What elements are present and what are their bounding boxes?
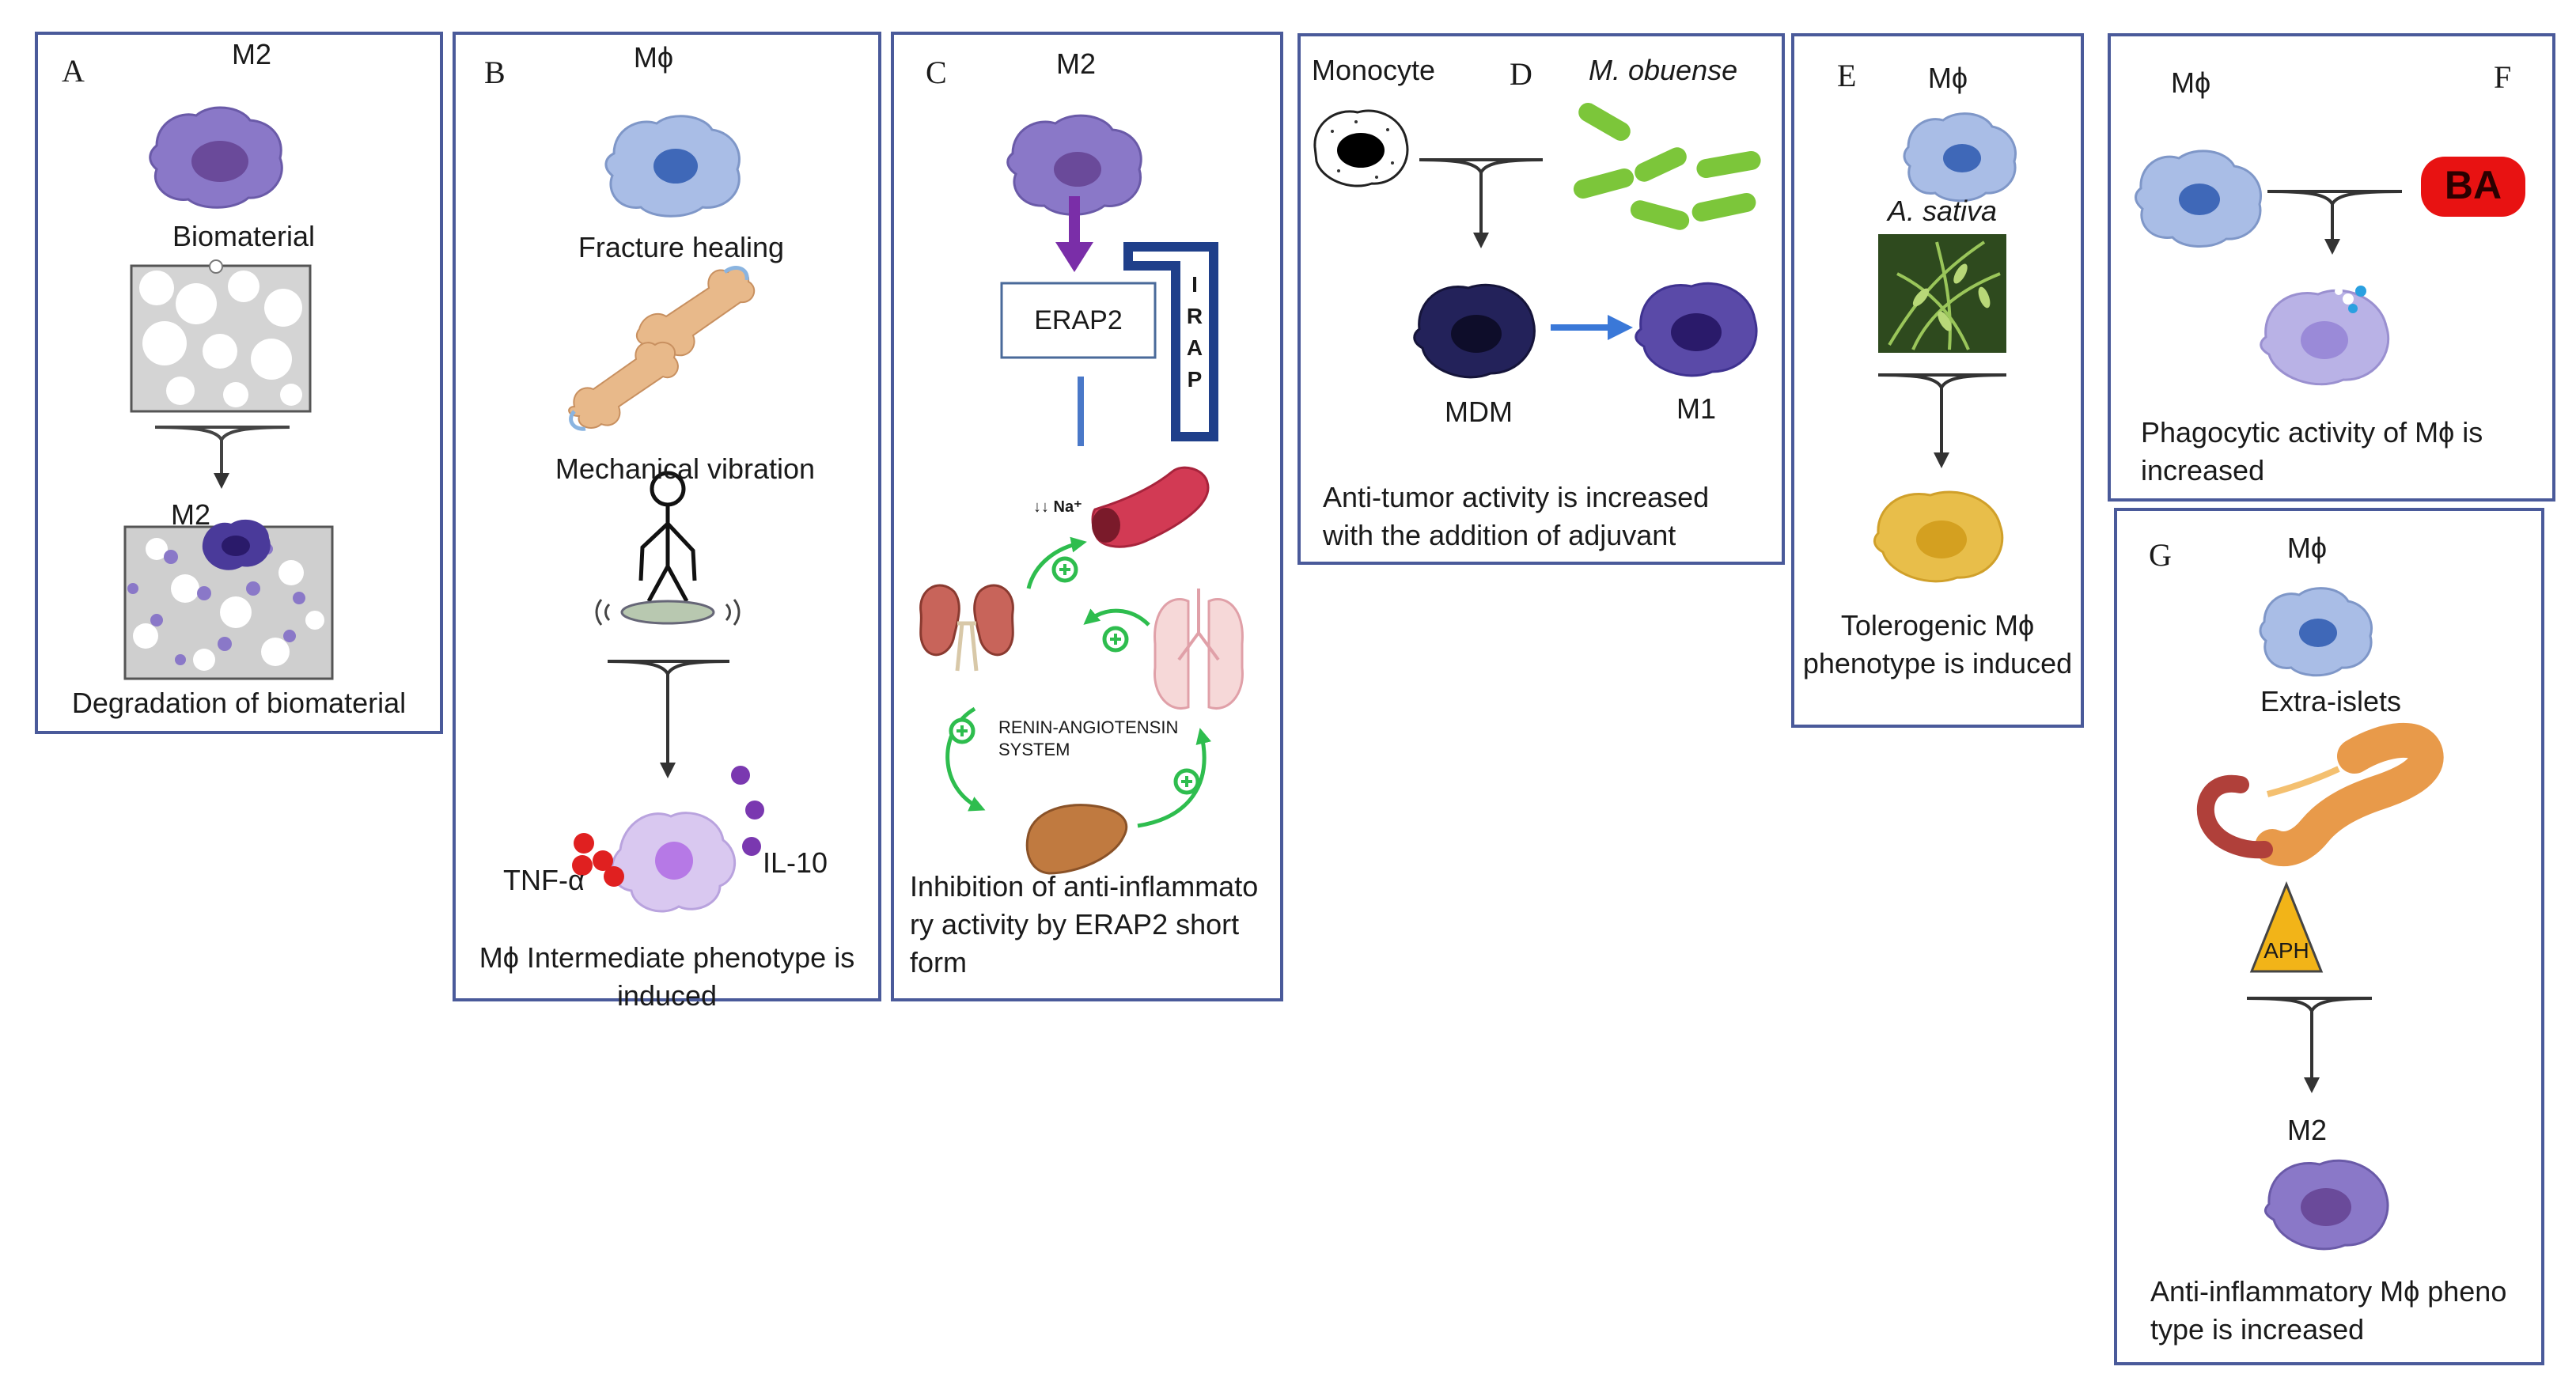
- panel-b-graphics: [568, 115, 764, 913]
- panel-e-caption-line2: phenotype is induced: [1802, 647, 2073, 679]
- panel-a-biomaterial-label: Biomaterial: [172, 220, 316, 252]
- fractured-bone-icon: [568, 266, 756, 431]
- panel-b-letter: B: [484, 55, 506, 90]
- panel-b-cell-label: Mϕ: [633, 41, 674, 74]
- panel-b: B Mϕ Fracture healing Mechanica: [453, 32, 881, 1012]
- panel-c-sodium-label: ↓↓ Na⁺: [1033, 498, 1082, 516]
- panel-e-letter: E: [1837, 58, 1857, 93]
- m2-macrophage-icon: [2264, 1159, 2389, 1251]
- panel-f-ba-label: BA: [2444, 163, 2502, 207]
- panel-c: C M2: [891, 32, 1283, 1001]
- pancreas-icon: [2196, 722, 2444, 866]
- panel-d-caption-line2: with the addition of adjuvant: [1323, 519, 1676, 551]
- irap-letter-i: I: [1191, 272, 1198, 297]
- porous-scaffold-icon: [130, 259, 312, 413]
- panel-b-fracture-label: Fracture healing: [578, 231, 785, 263]
- m1-macrophage-icon: [1635, 282, 1758, 377]
- panel-a: A M2 Bio: [35, 32, 443, 734]
- blood-vessel-icon: [1091, 466, 1210, 548]
- vibration-platform-icon: [595, 471, 741, 626]
- liver-icon: [1025, 804, 1128, 875]
- panel-d-caption-line1: Anti-tumor activity is increased: [1323, 481, 1710, 513]
- panel-d-mdm-label: MDM: [1445, 396, 1513, 428]
- panel-c-cell-label: M2: [1055, 47, 1096, 80]
- macrophage-icon: [2259, 587, 2373, 677]
- m2-macrophage-icon: [149, 106, 283, 209]
- bacteria-icon: [1573, 103, 1761, 230]
- panel-e-cell-label: Mϕ: [1927, 62, 1968, 94]
- irap-letter-p: P: [1187, 367, 1203, 392]
- panel-c-erap2-label: ERAP2: [1034, 305, 1123, 335]
- panel-g-m2-label: M2: [2286, 1114, 2327, 1146]
- panel-g-caption-line1: Anti-inflammatory Mϕ pheno: [2150, 1275, 2507, 1308]
- panel-b-tnf-label: TNF-α: [503, 864, 585, 896]
- panel-g-graphics: [2196, 587, 2444, 1251]
- panel-d: Monocyte D M. obuense MDM: [1297, 33, 1785, 565]
- panel-a-bottom-cell-label: M2: [171, 498, 211, 531]
- panel-f-letter: F: [2494, 59, 2512, 95]
- panel-b-vibration-label: Mechanical vibration: [555, 452, 816, 485]
- panel-d-bacteria-label: M. obuense: [1589, 54, 1738, 86]
- panel-c-graphics: [919, 114, 1244, 875]
- panel-a-graphics: [123, 106, 334, 680]
- panel-e: E Mϕ A. sativa Tolerogenic Mϕ phenotype …: [1791, 33, 2084, 728]
- panel-a-caption: Degradation of biomaterial: [71, 687, 407, 719]
- panel-a-letter: A: [62, 53, 85, 89]
- panel-e-caption-line1: Tolerogenic Mϕ: [1840, 609, 2035, 642]
- panel-b-caption-line1: Mϕ Intermediate phenotype is: [479, 941, 855, 974]
- mdm-cell-icon: [1413, 283, 1536, 379]
- panel-c-letter: C: [926, 55, 947, 90]
- panel-f-caption-line1: Phagocytic activity of Mϕ is: [2141, 416, 2483, 449]
- panel-c-irap-letters: I R A P: [1185, 269, 1204, 396]
- intermediate-macrophage-icon: [572, 766, 764, 913]
- panel-g-cell-label: Mϕ: [2286, 532, 2328, 564]
- panel-b-il10-label: IL-10: [763, 846, 828, 879]
- panel-g: G Mϕ Extra-islets APH M2 Anti-inflammato…: [2114, 508, 2544, 1365]
- panel-c-ras-line1: RENIN-ANGIOTENSIN: [998, 717, 1179, 737]
- panel-c-caption-line3: form: [910, 946, 967, 979]
- phagocytic-macrophage-icon: [2260, 286, 2390, 386]
- panel-f-cell-label: Mϕ: [2171, 66, 2211, 99]
- panel-g-caption-line2: type is increased: [2150, 1313, 2365, 1346]
- panel-e-plant-label: A. sativa: [1887, 195, 1998, 227]
- kidney-icon: [919, 584, 1014, 672]
- panel-c-caption-line2: ry activity by ERAP2 short: [910, 908, 1240, 941]
- panel-g-aph-label: APH: [2263, 938, 2309, 963]
- monocyte-icon: [1313, 109, 1409, 187]
- degraded-scaffold-icon: [123, 519, 334, 680]
- irap-letter-a: A: [1186, 335, 1203, 360]
- panel-g-letter: G: [2149, 537, 2172, 573]
- panel-g-islets-label: Extra-islets: [2260, 685, 2402, 717]
- macrophage-icon: [1903, 112, 2017, 203]
- lung-icon: [1154, 589, 1244, 710]
- panel-a-top-cell-label: M2: [231, 38, 271, 70]
- tolerogenic-macrophage-icon: [1873, 490, 2004, 583]
- m2-macrophage-icon: [1006, 114, 1142, 216]
- panel-f-graphics: [2135, 150, 2525, 386]
- macrophage-icon: [604, 115, 741, 218]
- panel-f: Mϕ F BA Phagocytic activity of Mϕ is inc…: [2108, 33, 2555, 502]
- irap-letter-r: R: [1186, 304, 1203, 328]
- panel-d-graphics: [1313, 103, 1761, 379]
- panel-c-ras-line2: SYSTEM: [998, 740, 1070, 759]
- panel-c-caption-line1: Inhibition of anti-inflammato: [910, 870, 1259, 903]
- macrophage-icon: [2135, 150, 2262, 248]
- panel-e-graphics: [1873, 112, 2017, 583]
- panel-b-caption-line2: induced: [616, 979, 718, 1012]
- panel-d-m1-label: M1: [1676, 392, 1716, 425]
- panel-f-caption-line2: increased: [2141, 454, 2265, 486]
- panel-d-letter: D: [1510, 56, 1532, 92]
- panel-d-monocyte-label: Monocyte: [1312, 54, 1436, 86]
- oat-plant-icon: [1878, 234, 2006, 353]
